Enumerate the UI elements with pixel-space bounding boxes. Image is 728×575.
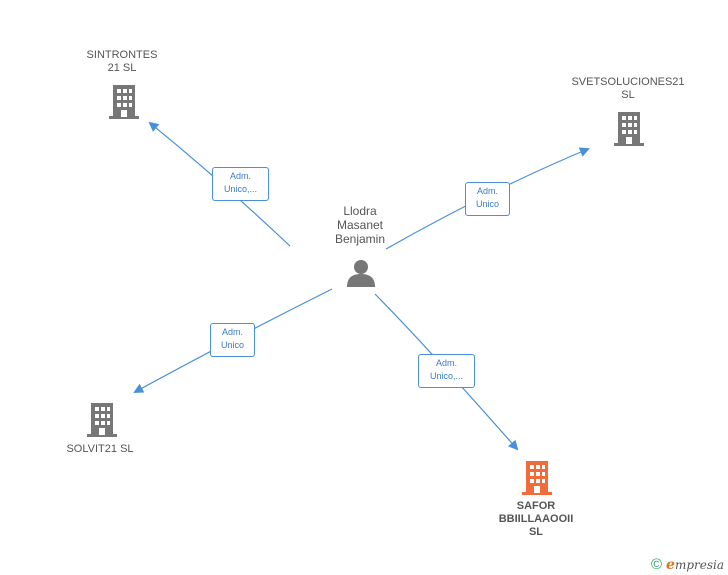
company-label-safor[interactable]: SAFOR BBIILLAAOOII SL — [498, 500, 574, 538]
person-name-line: Benjamin — [334, 232, 386, 246]
edge-label-solvit[interactable]: Adm. Unico — [210, 323, 255, 357]
edge-label-sintrontes[interactable]: Adm. Unico,... — [212, 167, 269, 201]
building-icon[interactable] — [613, 110, 645, 146]
edge-label-text: Adm. Unico — [475, 186, 499, 209]
person-icon[interactable] — [346, 258, 376, 288]
person-name[interactable]: Llodra Masanet Benjamin — [318, 204, 402, 246]
edge-label-text: Adm. Unico,... — [429, 358, 463, 381]
edge-label-safor[interactable]: Adm. Unico,... — [418, 354, 475, 388]
brand-rest: mpresia — [674, 557, 724, 572]
person-name-line: Llodra — [343, 204, 377, 218]
footer-brand: © empresia — [651, 556, 724, 573]
person-name-line: Masanet — [336, 218, 384, 232]
edge-label-text: Adm. Unico — [220, 327, 244, 350]
company-label-svetsoluciones[interactable]: SVETSOLUCIONES21 SL — [571, 76, 685, 101]
brand-initial: e — [666, 556, 675, 573]
copyright-icon: © — [650, 556, 663, 573]
company-label-sintrontes[interactable]: SINTRONTES 21 SL — [86, 49, 158, 74]
edge-label-svetsoluciones[interactable]: Adm. Unico — [465, 182, 510, 216]
building-icon[interactable] — [521, 459, 553, 495]
brand-logo[interactable]: empresia — [666, 557, 724, 573]
edge-label-text: Adm. Unico,... — [223, 171, 257, 194]
building-icon[interactable] — [108, 83, 140, 119]
company-label-solvit[interactable]: SOLVIT21 SL — [66, 443, 134, 455]
building-icon[interactable] — [86, 401, 118, 437]
